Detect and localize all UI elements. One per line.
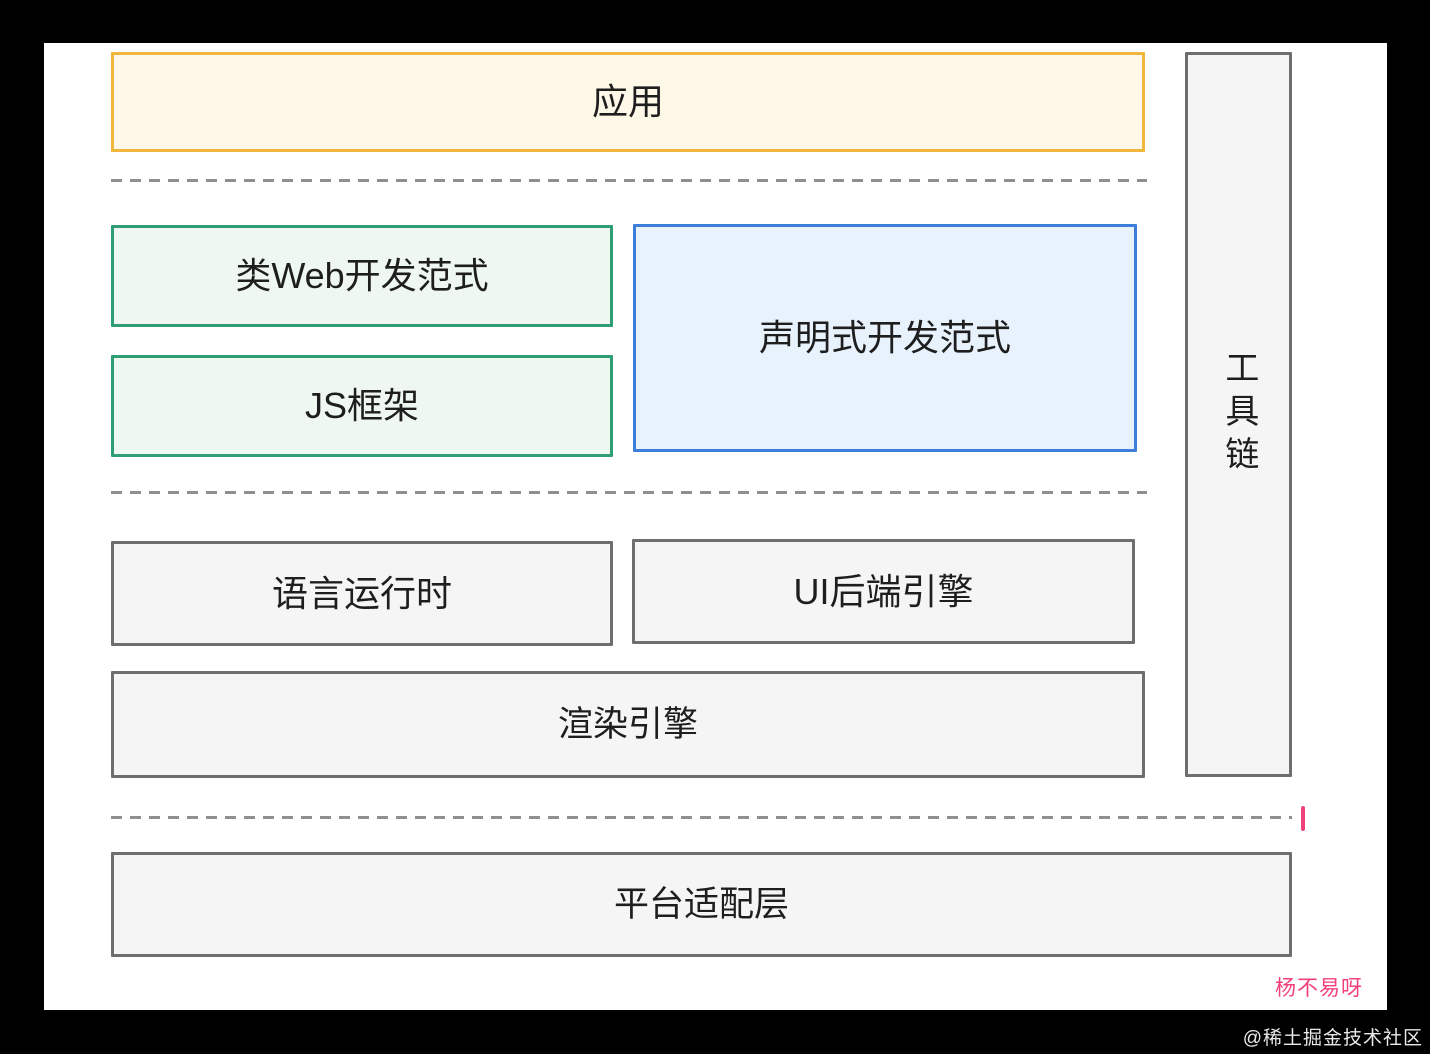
- sidebar-toolchain-label: 工具链: [1219, 350, 1258, 479]
- layer-language-runtime: 语言运行时: [111, 541, 613, 646]
- community-watermark: @稀土掘金技术社区: [1242, 1028, 1423, 1049]
- layer-ui-backend-engine: UI后端引擎: [632, 539, 1135, 644]
- layer-platform-adapter: 平台适配层: [111, 852, 1292, 957]
- layer-render-engine: 渲染引擎: [111, 671, 1145, 778]
- dashed-separator-top: [111, 179, 1147, 182]
- layer-platform-adapter-label: 平台适配层: [613, 884, 789, 924]
- sidebar-toolchain: 工具链: [1185, 52, 1292, 777]
- layer-js-framework-label: JS框架: [304, 385, 419, 427]
- layer-js-framework: JS框架: [111, 355, 613, 457]
- layer-web-like-paradigm: 类Web开发范式: [111, 225, 613, 327]
- pink-cursor-tick: [1301, 806, 1305, 831]
- layer-application: 应用: [111, 52, 1145, 152]
- layer-web-like-paradigm-label: 类Web开发范式: [235, 255, 489, 297]
- layer-ui-backend-engine-label: UI后端引擎: [793, 570, 974, 612]
- author-watermark: 杨不易呀: [1275, 977, 1363, 1000]
- dashed-separator-bottom: [111, 816, 1292, 819]
- layer-declarative-paradigm-label: 声明式开发范式: [758, 317, 1011, 359]
- layer-language-runtime-label: 语言运行时: [271, 572, 452, 614]
- layer-declarative-paradigm: 声明式开发范式: [633, 224, 1137, 452]
- layer-render-engine-label: 渲染引擎: [557, 704, 698, 744]
- diagram-canvas: 应用 类Web开发范式 JS框架 声明式开发范式 语言运行时 UI后端引擎 渲染…: [44, 43, 1387, 1010]
- layer-application-label: 应用: [591, 81, 664, 123]
- dashed-separator-middle: [111, 491, 1147, 494]
